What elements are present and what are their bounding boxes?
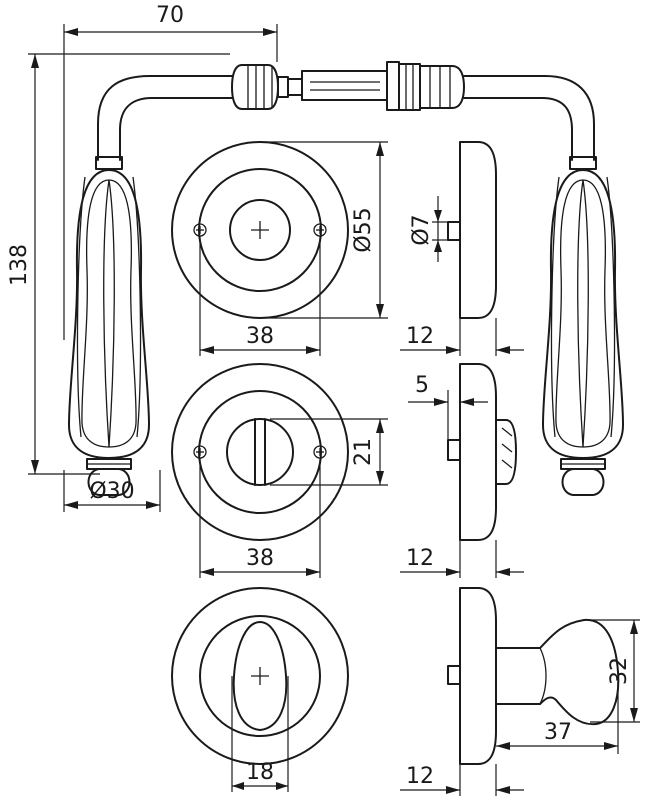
dim-37-label: 37 — [544, 720, 572, 745]
dim-18-label: 18 — [246, 760, 274, 785]
bathroom-rose-front — [171, 363, 349, 541]
dimension-screw-spacing-key: 38 — [199, 236, 321, 356]
dim-o30-label: Ø30 — [89, 479, 134, 504]
dimension-thumbturn-height: 32 — [590, 619, 640, 723]
dim-32-label: 32 — [607, 657, 632, 685]
lever-handle-left — [68, 64, 279, 496]
key-rose-front — [171, 141, 349, 319]
dimension-thumbturn-width: 18 — [231, 676, 289, 792]
dim-12-turn-label: 12 — [406, 764, 434, 789]
dimension-spindle-diameter: Ø7 — [409, 196, 448, 262]
dimension-thumbturn-projection: 37 — [496, 680, 619, 754]
dim-138-label: 138 — [7, 244, 32, 286]
thumbturn-rose-front — [171, 587, 349, 765]
thumbturn-rose-side — [447, 587, 620, 765]
dimension-rose-diameter: Ø55 — [260, 141, 388, 319]
dim-12-key-label: 12 — [406, 324, 434, 349]
dimension-rose-thickness-turn: 12 — [400, 764, 524, 796]
dimension-rose-thickness-key: 12 — [400, 318, 524, 356]
dimension-screw-spacing-bathroom: 38 — [199, 458, 321, 578]
dim-70-label: 70 — [156, 3, 184, 28]
dimension-handle-length: 138 — [7, 53, 230, 475]
dim-5-label: 5 — [415, 373, 429, 398]
dimension-handle-projection: 70 — [63, 3, 278, 340]
lever-handle-right — [386, 61, 624, 496]
dim-o55-label: Ø55 — [351, 207, 376, 252]
dim-38-bathroom-label: 38 — [246, 546, 274, 571]
dim-o7-label: Ø7 — [409, 214, 434, 245]
dimension-rose-thickness-bathroom: 12 — [400, 540, 524, 578]
dim-12-bathroom-label: 12 — [406, 546, 434, 571]
dimension-bathroom-slot: 21 — [270, 418, 388, 486]
dimension-bolt-offset: 5 — [408, 364, 488, 440]
bathroom-rose-side — [447, 363, 517, 541]
dimension-knob-diameter: Ø30 — [63, 470, 161, 512]
handle-spindle — [277, 70, 388, 101]
dim-38-key-label: 38 — [246, 324, 274, 349]
dim-21-label: 21 — [351, 438, 376, 466]
key-rose-side — [447, 141, 497, 319]
